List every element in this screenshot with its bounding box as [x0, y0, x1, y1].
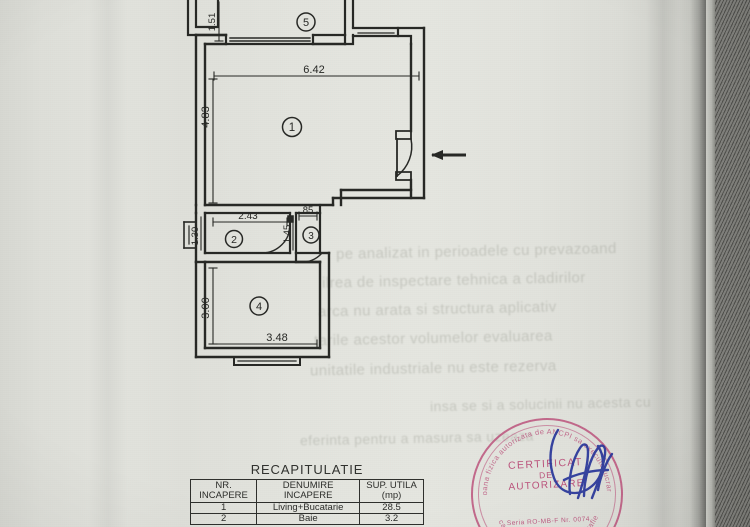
svg-text:1.45: 1.45 — [282, 225, 293, 244]
authorization-stamp: Persoana fizica autorizata de ANCPI sa e… — [464, 408, 627, 527]
floor-plan-drawing: 5 1 2 3 4 6.42 2.43 85 3.48 4.83 1.51 1.… — [183, 0, 466, 366]
svg-text:4.83: 4.83 — [200, 106, 212, 127]
svg-text:4: 4 — [256, 301, 262, 313]
cell-name: Living+Bucatarie — [256, 502, 361, 515]
recapitulation-title: RECAPITULATIE — [250, 462, 364, 477]
cell-area: 28.5 — [359, 502, 424, 515]
col-header-denumire-line2: INCAPERE — [283, 490, 333, 502]
svg-text:85: 85 — [303, 205, 314, 216]
paper-edge-shadow — [690, 0, 706, 527]
cell-name: Baie — [256, 513, 361, 526]
cell-area: 3.2 — [359, 513, 424, 526]
table-row: 2 Baie 3.2 — [189, 513, 424, 526]
col-header-nr-line1: NR. — [215, 480, 232, 491]
col-header-denumire-incapere: DENUMIRE INCAPERE — [256, 478, 361, 504]
svg-text:2: 2 — [231, 234, 237, 246]
col-header-nr-incapere: NR. INCAPERE — [189, 478, 258, 504]
col-header-denumire-line1: DENUMIRE — [282, 480, 334, 491]
svg-text:1.51: 1.51 — [207, 13, 218, 32]
svg-text:1: 1 — [289, 122, 295, 134]
svg-text:2.43: 2.43 — [238, 211, 258, 222]
col-header-sup-line1: SUP. UTILA — [366, 480, 417, 491]
table-header-row: NR. INCAPERE DENUMIRE INCAPERE SUP. UTIL… — [189, 478, 424, 504]
svg-text:3.48: 3.48 — [266, 332, 287, 344]
col-header-sup-line2: (mp) — [381, 490, 402, 502]
svg-text:5: 5 — [303, 17, 309, 29]
svg-text:1.30: 1.30 — [190, 227, 201, 246]
recapitulation-table-block: RECAPITULATIE NR. INCAPERE DENUMIRE INCA… — [189, 462, 424, 526]
col-header-nr-line2: INCAPERE — [199, 490, 248, 502]
col-header-sup-utila: SUP. UTILA (mp) — [359, 478, 424, 504]
recapitulation-table: NR. INCAPERE DENUMIRE INCAPERE SUP. UTIL… — [189, 478, 424, 526]
cell-nr: 1 — [189, 502, 258, 515]
table-row: 1 Living+Bucatarie 28.5 — [189, 502, 424, 515]
cell-nr: 2 — [189, 513, 258, 526]
svg-text:3: 3 — [308, 231, 314, 242]
svg-text:3.00: 3.00 — [200, 297, 212, 318]
svg-text:6.42: 6.42 — [303, 64, 324, 76]
paper-edge-highlight — [706, 0, 715, 527]
